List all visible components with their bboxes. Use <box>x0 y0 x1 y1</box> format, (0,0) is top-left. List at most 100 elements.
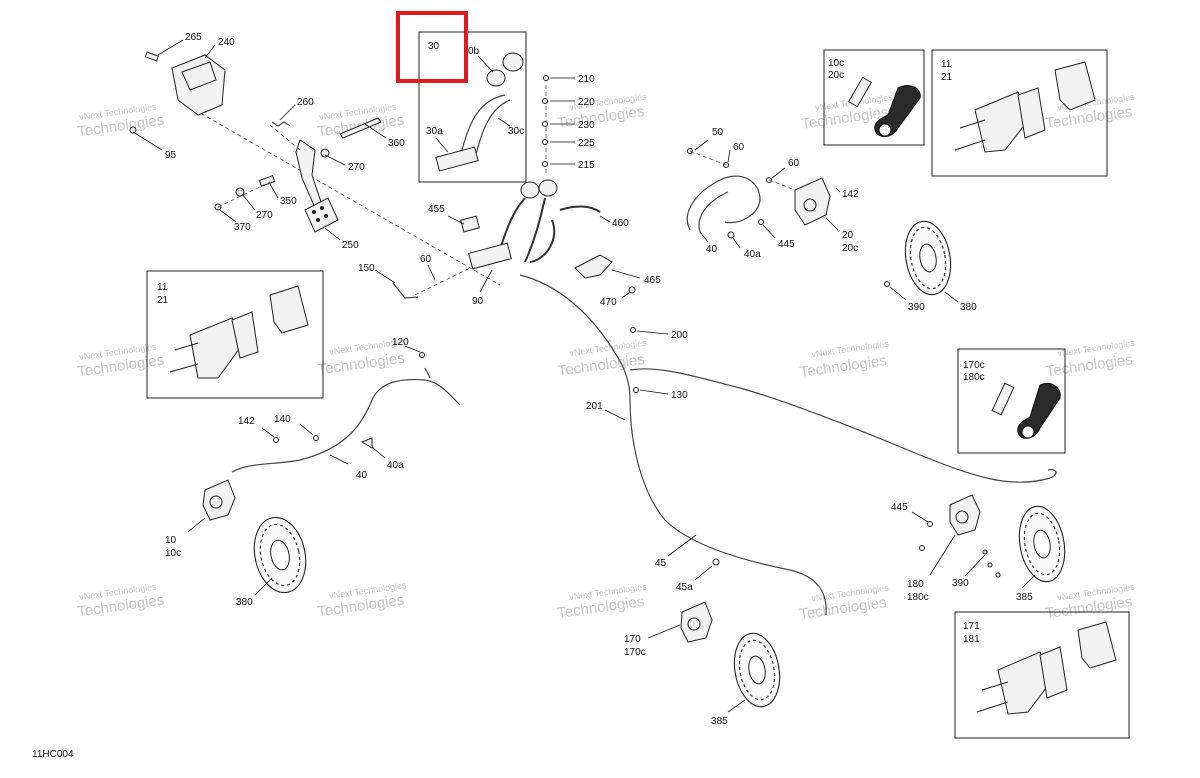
brake-pad[interactable] <box>1039 646 1068 699</box>
caliper-180[interactable] <box>949 494 981 536</box>
part-label: 20c <box>842 243 858 254</box>
pivot-bolt-360[interactable] <box>339 117 382 139</box>
dash-link <box>768 179 801 193</box>
front-rotor-top: 390 380 <box>884 220 977 313</box>
bushing-350[interactable] <box>258 175 276 187</box>
caliper-10[interactable] <box>202 479 236 521</box>
part-label: 20c <box>828 70 844 81</box>
brake-line-40[interactable] <box>686 175 761 231</box>
part-label: 380 <box>236 597 253 608</box>
clip-40a[interactable] <box>360 437 373 449</box>
brake-line-40[interactable] <box>231 378 461 473</box>
bracket-455[interactable] <box>460 215 480 233</box>
pad-pin[interactable] <box>174 342 199 351</box>
brake-pad[interactable] <box>997 651 1053 715</box>
bushing-270[interactable] <box>320 148 330 158</box>
part-label: 260 <box>297 97 314 108</box>
leader-line <box>889 286 907 301</box>
bolt-390[interactable] <box>987 562 993 568</box>
leader-line <box>694 565 713 581</box>
brake-pad[interactable] <box>269 285 309 334</box>
bolt-130[interactable] <box>633 387 639 393</box>
hose-460[interactable] <box>559 205 601 213</box>
leader-line <box>1021 574 1036 589</box>
detail-frame <box>146 270 324 399</box>
bolt-390[interactable] <box>995 572 1001 578</box>
brake-pad[interactable] <box>1077 621 1117 669</box>
rear-right-brake-assembly: 445 180 180c 390 385 <box>891 494 1066 603</box>
bracket-bolt[interactable] <box>144 51 159 62</box>
front-left-rotor: 380 <box>236 516 307 608</box>
clip-45a[interactable] <box>712 558 720 566</box>
brake-pad[interactable] <box>1054 61 1096 111</box>
part-label: 210 <box>578 74 595 85</box>
master-cylinder[interactable] <box>467 242 513 270</box>
leader-line <box>497 117 511 127</box>
caliper-20[interactable] <box>794 177 831 226</box>
fitting-215[interactable] <box>542 161 548 167</box>
pads-detail-box-rear: 171 181 <box>954 611 1130 739</box>
caliper-piston <box>955 510 969 524</box>
master-cylinder-30a[interactable] <box>435 146 479 172</box>
fitting-210[interactable] <box>543 75 549 81</box>
bolt-142[interactable] <box>273 437 279 443</box>
dash-link <box>689 150 727 166</box>
brake-pedal-pad[interactable] <box>304 197 339 233</box>
brake-line-45[interactable] <box>519 274 827 616</box>
reservoir[interactable] <box>520 181 540 199</box>
brake-pad[interactable] <box>189 317 243 379</box>
rotor-hub <box>919 243 937 273</box>
leader-line <box>647 624 681 639</box>
part-label: 10c <box>828 58 844 69</box>
fitting-225[interactable] <box>542 139 548 145</box>
reservoir[interactable] <box>538 179 558 197</box>
bleeder-screw[interactable] <box>847 76 873 108</box>
part-label: 40a <box>744 249 761 260</box>
nut-470[interactable] <box>628 286 636 294</box>
part-label: 215 <box>578 160 595 171</box>
brake-line-201[interactable] <box>629 368 1057 483</box>
part-label: 10 <box>165 535 177 546</box>
brake-line-40b[interactable] <box>698 191 729 233</box>
brake-pad[interactable] <box>974 91 1031 153</box>
rear-left-brake-assembly: 170 170c 385 <box>624 601 781 727</box>
rotor-hub <box>1033 529 1051 559</box>
spring-260[interactable] <box>271 121 291 127</box>
fitting-220[interactable] <box>542 98 548 104</box>
bolt-200[interactable] <box>630 327 636 333</box>
pad-hole <box>324 214 328 218</box>
reservoir-30b[interactable] <box>502 52 524 72</box>
brake-pad[interactable] <box>1017 87 1046 139</box>
leader-line <box>694 139 709 151</box>
nut-95[interactable] <box>129 126 137 134</box>
caliper-170[interactable] <box>680 601 713 643</box>
brake-pedal-arm[interactable] <box>295 139 323 211</box>
switch-150[interactable] <box>392 282 419 299</box>
part-label: 170c <box>624 647 646 658</box>
pad-pin[interactable] <box>169 363 199 373</box>
bolt-390[interactable] <box>982 549 988 555</box>
bracket-465[interactable] <box>574 254 613 279</box>
part-label: 230 <box>578 120 595 131</box>
pad-pin[interactable] <box>976 701 1009 713</box>
pad-pin[interactable] <box>981 681 1009 691</box>
part-label: 240 <box>218 37 235 48</box>
bolt-390[interactable] <box>884 281 890 287</box>
fitting-230[interactable] <box>542 121 548 127</box>
reservoir-30b-2[interactable] <box>486 69 506 87</box>
bleeder-screw[interactable] <box>991 382 1015 416</box>
pad-pin[interactable] <box>954 139 986 151</box>
part-label: 445 <box>891 502 908 513</box>
bolt[interactable] <box>919 545 925 551</box>
bleeder-detail-box-front: 10c 20c <box>823 49 925 146</box>
part-label: 465 <box>644 275 661 286</box>
hose-460b[interactable] <box>529 219 556 263</box>
bolt-445[interactable] <box>758 219 764 225</box>
clip-40a[interactable] <box>727 231 735 239</box>
bolt-120[interactable] <box>419 352 425 358</box>
clip-140[interactable] <box>313 435 319 441</box>
pad-pin[interactable] <box>959 119 986 129</box>
brake-pad[interactable] <box>231 311 259 359</box>
leader-line <box>639 389 669 395</box>
bolt-445[interactable] <box>927 521 933 527</box>
